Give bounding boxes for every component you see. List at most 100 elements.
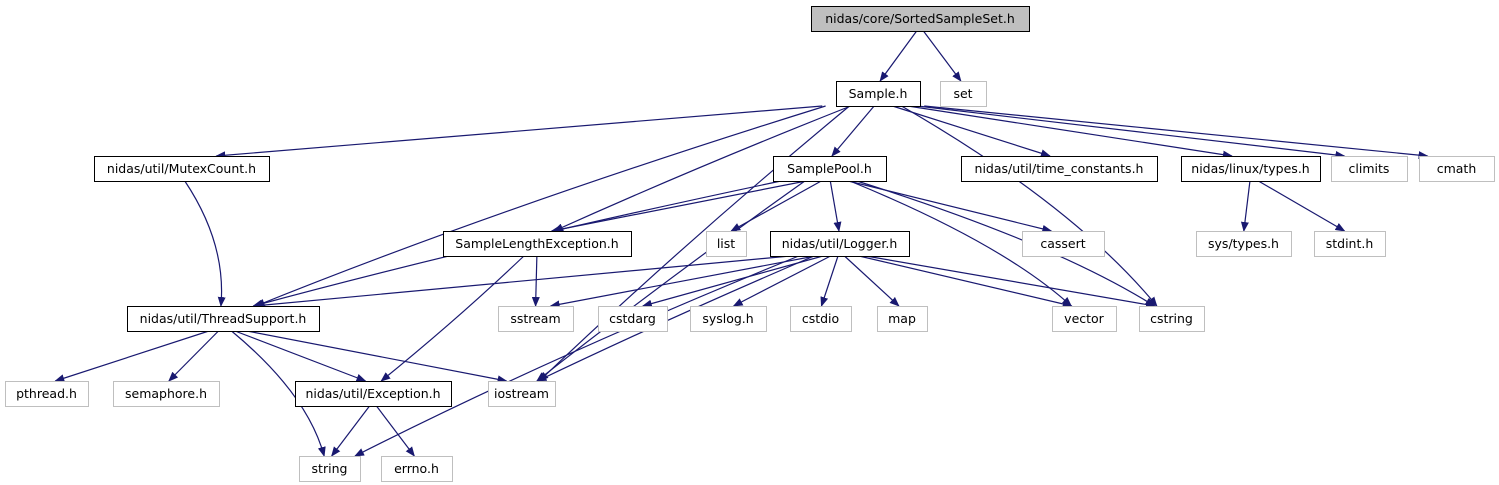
node-logger[interactable]: nidas/util/Logger.h — [770, 231, 910, 257]
edge-logger-to-vector — [858, 255, 1073, 308]
node-cstdarg-box — [598, 306, 668, 332]
node-threadsupport-label: nidas/util/ThreadSupport.h — [140, 311, 307, 326]
node-samplepool[interactable]: SamplePool.h — [773, 156, 887, 182]
edge-linuxtypes-to-systypes — [1240, 180, 1251, 232]
edge-samplepool-to-logger — [829, 180, 842, 232]
node-samplelenexc[interactable]: SampleLengthException.h — [443, 231, 632, 257]
edge-logger-to-sstream — [549, 255, 816, 309]
node-systypes: sys/types.h — [1196, 231, 1292, 257]
node-syslog: syslog.h — [690, 306, 767, 332]
node-mutexcount-label: nidas/util/MutexCount.h — [107, 161, 256, 176]
node-cassert-box — [1022, 231, 1105, 257]
edge-sample-to-threadsupport — [254, 105, 826, 307]
node-timeconst-label: nidas/util/time_constants.h — [975, 161, 1144, 176]
node-root[interactable]: nidas/core/SortedSampleSet.h — [811, 6, 1030, 32]
node-cmath-box — [1419, 156, 1495, 182]
edge-logger-to-map — [844, 255, 900, 307]
node-mutexcount-box — [94, 156, 270, 182]
node-list-label: list — [717, 236, 735, 251]
node-cstdarg-label: cstdarg — [609, 311, 656, 326]
node-pthread: pthread.h — [5, 381, 89, 407]
node-stdint: stdint.h — [1314, 231, 1386, 257]
node-logger-box — [770, 231, 910, 257]
edge-root-to-sample — [879, 30, 918, 82]
node-semaphore-label: semaphore.h — [125, 386, 207, 401]
node-errno-label: errno.h — [394, 461, 439, 476]
node-mutexcount[interactable]: nidas/util/MutexCount.h — [94, 156, 270, 182]
node-semaphore-box — [113, 381, 220, 407]
node-cassert: cassert — [1022, 231, 1105, 257]
edge-exception-to-errno — [376, 405, 415, 457]
edge-samplepool-to-samplelenexc — [550, 180, 807, 234]
node-pthread-label: pthread.h — [16, 386, 77, 401]
edge-threadsupport-to-string — [231, 330, 326, 457]
edge-root-to-set — [922, 30, 962, 82]
node-map-box — [877, 306, 928, 332]
node-samplelenexc-label: SampleLengthException.h — [455, 236, 618, 251]
node-climits-box — [1331, 156, 1408, 182]
edge-logger-to-iostream — [536, 255, 815, 382]
node-threadsupport-box — [127, 306, 320, 332]
node-set: set — [940, 81, 987, 107]
edge-samplelenexc-to-sstream — [531, 255, 540, 307]
node-sstream-box — [498, 306, 574, 332]
node-vector: vector — [1052, 306, 1117, 332]
node-list-box — [706, 231, 747, 257]
edge-sample-to-samplepool — [831, 105, 875, 157]
node-exception-label: nidas/util/Exception.h — [305, 386, 440, 401]
node-sample-box — [836, 81, 921, 107]
edge-sample-to-timeconst — [892, 105, 1051, 158]
edge-threadsupport-to-pthread — [54, 330, 210, 383]
node-cstring-label: cstring — [1150, 311, 1193, 326]
node-sample[interactable]: Sample.h — [836, 81, 921, 107]
node-exception-box — [295, 381, 452, 407]
node-climits: climits — [1331, 156, 1408, 182]
node-root-label: nidas/core/SortedSampleSet.h — [825, 11, 1015, 26]
node-timeconst-box — [961, 156, 1158, 182]
node-vector-box — [1052, 306, 1117, 332]
node-samplepool-label: SamplePool.h — [787, 161, 872, 176]
node-cmath: cmath — [1419, 156, 1495, 182]
node-climits-label: climits — [1349, 161, 1390, 176]
node-map: map — [877, 306, 928, 332]
edge-exception-to-string — [331, 405, 370, 457]
node-set-label: set — [953, 86, 972, 101]
node-systypes-label: sys/types.h — [1208, 236, 1279, 251]
node-iostream: iostream — [488, 381, 556, 407]
node-exception[interactable]: nidas/util/Exception.h — [295, 381, 452, 407]
edge-logger-to-syslog — [732, 255, 831, 307]
edge-threadsupport-to-exception — [234, 330, 367, 382]
node-cstdio-box — [790, 306, 852, 332]
node-systypes-box — [1196, 231, 1292, 257]
node-syslog-label: syslog.h — [702, 311, 753, 326]
node-threadsupport[interactable]: nidas/util/ThreadSupport.h — [127, 306, 320, 332]
edge-samplepool-to-vector — [849, 180, 1073, 307]
edge-sample-to-samplelenexc — [553, 105, 851, 232]
node-string: string — [299, 456, 361, 482]
node-errno-box — [381, 456, 453, 482]
node-map-label: map — [888, 311, 916, 326]
node-cassert-label: cassert — [1040, 236, 1085, 251]
node-pthread-box — [5, 381, 89, 407]
node-string-box — [299, 456, 361, 482]
node-stdint-label: stdint.h — [1326, 236, 1374, 251]
edge-mutexcount-to-threadsupport — [184, 180, 226, 307]
node-linuxtypes[interactable]: nidas/linux/types.h — [1181, 156, 1321, 182]
node-samplelenexc-box — [443, 231, 632, 257]
node-linuxtypes-label: nidas/linux/types.h — [1191, 161, 1309, 176]
edge-sample-to-cstring — [901, 105, 1158, 307]
edge-linuxtypes-to-stdint — [1258, 180, 1346, 232]
edge-sample-to-linuxtypes — [907, 105, 1233, 159]
node-logger-label: nidas/util/Logger.h — [782, 236, 898, 251]
node-list: list — [706, 231, 747, 257]
node-cstring: cstring — [1139, 306, 1205, 332]
node-cstdarg: cstdarg — [598, 306, 668, 332]
edge-sample-to-iostream — [538, 105, 850, 382]
edge-threadsupport-to-iostream — [246, 330, 508, 384]
node-cstdio: cstdio — [790, 306, 852, 332]
node-sstream-label: sstream — [510, 311, 560, 326]
node-timeconst[interactable]: nidas/util/time_constants.h — [961, 156, 1158, 182]
edge-samplepool-to-iostream — [536, 180, 806, 382]
edge-logger-to-cstring — [865, 255, 1156, 309]
